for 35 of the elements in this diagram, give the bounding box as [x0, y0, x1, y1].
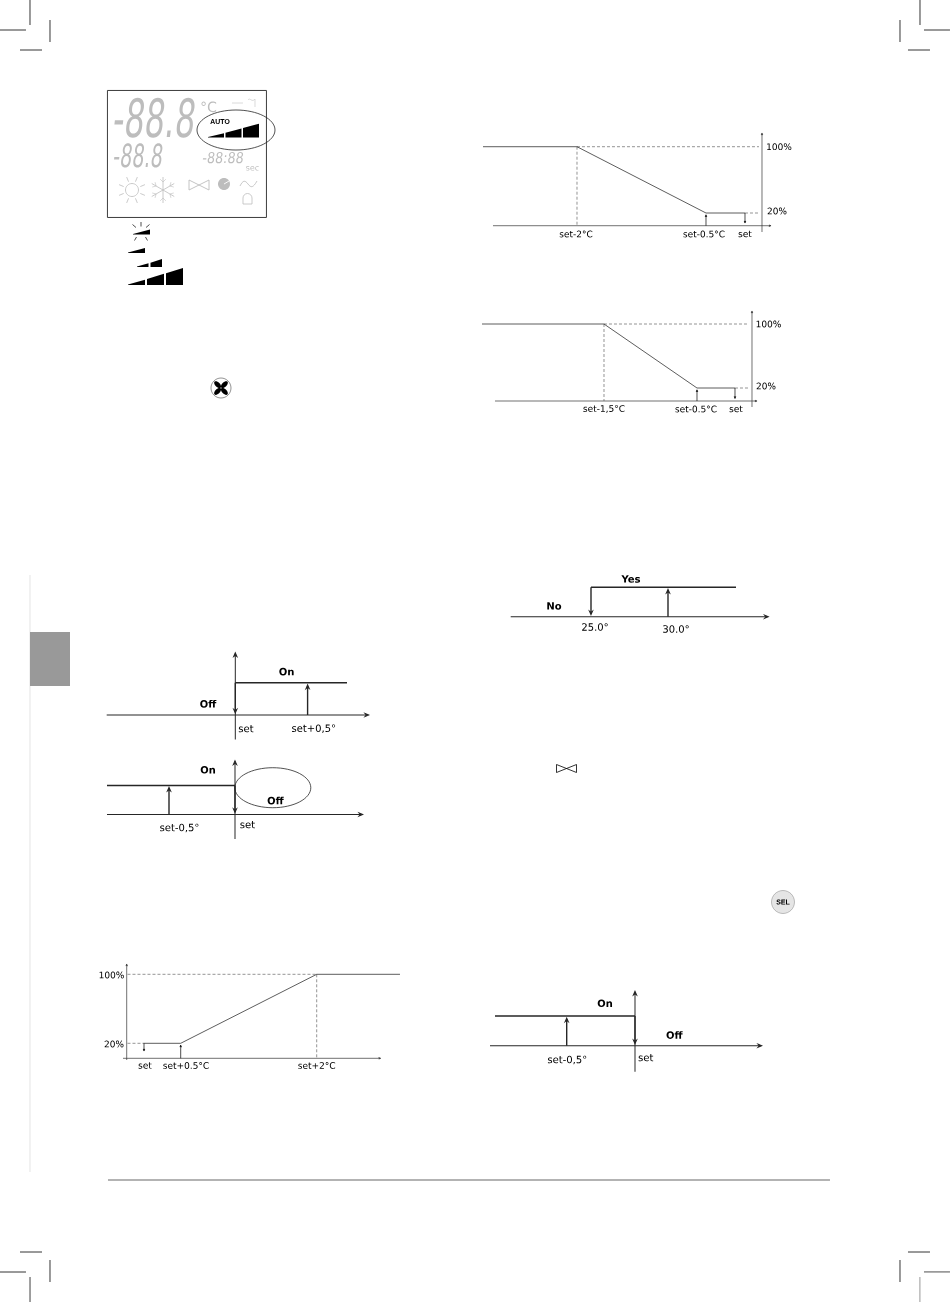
tick-label: set-0,5° [547, 1055, 587, 1065]
tick-label: set [638, 1054, 654, 1062]
level-label: 20% [104, 1040, 124, 1048]
tick-label: set-1,5°C [583, 405, 625, 413]
tick-label: set [729, 405, 743, 413]
tick-label: set [238, 725, 254, 733]
segment-digits: -88.8 [114, 143, 163, 168]
tick-label: set-0.5°C [675, 405, 717, 413]
tick-label: 30.0° [663, 625, 689, 633]
tick-label: set [240, 821, 255, 829]
tick-label: set-0.5°C [683, 230, 725, 238]
tick-label: set+0.5°C [163, 1062, 209, 1069]
level-label: 100% [756, 320, 781, 328]
state-label: Off [267, 796, 284, 805]
tick-label: set [738, 230, 752, 238]
level-label: 100% [767, 143, 792, 151]
clock-digits: -88:88 [202, 151, 244, 164]
tick-label: set+2°C [298, 1062, 336, 1069]
tick-label: set [138, 1062, 152, 1069]
state-label: On [200, 766, 216, 774]
tick-label: set+0,5° [292, 724, 336, 733]
level-label: 100% [99, 971, 124, 979]
state-label: Off [200, 699, 217, 708]
state-label: Yes [621, 575, 641, 583]
tick-label: set-2°C [559, 230, 593, 238]
segment-digits: -88.8 [114, 97, 195, 138]
state-label: Off [666, 1031, 683, 1039]
level-label: 20% [767, 207, 787, 215]
tick-label: 25.0° [582, 623, 608, 631]
unit-label: °C [201, 101, 217, 113]
state-label: On [279, 667, 294, 676]
level-label: 20% [756, 382, 776, 390]
state-label: No [547, 602, 562, 610]
tick-label: set-0,5° [160, 823, 199, 833]
state-label: On [597, 999, 612, 1008]
